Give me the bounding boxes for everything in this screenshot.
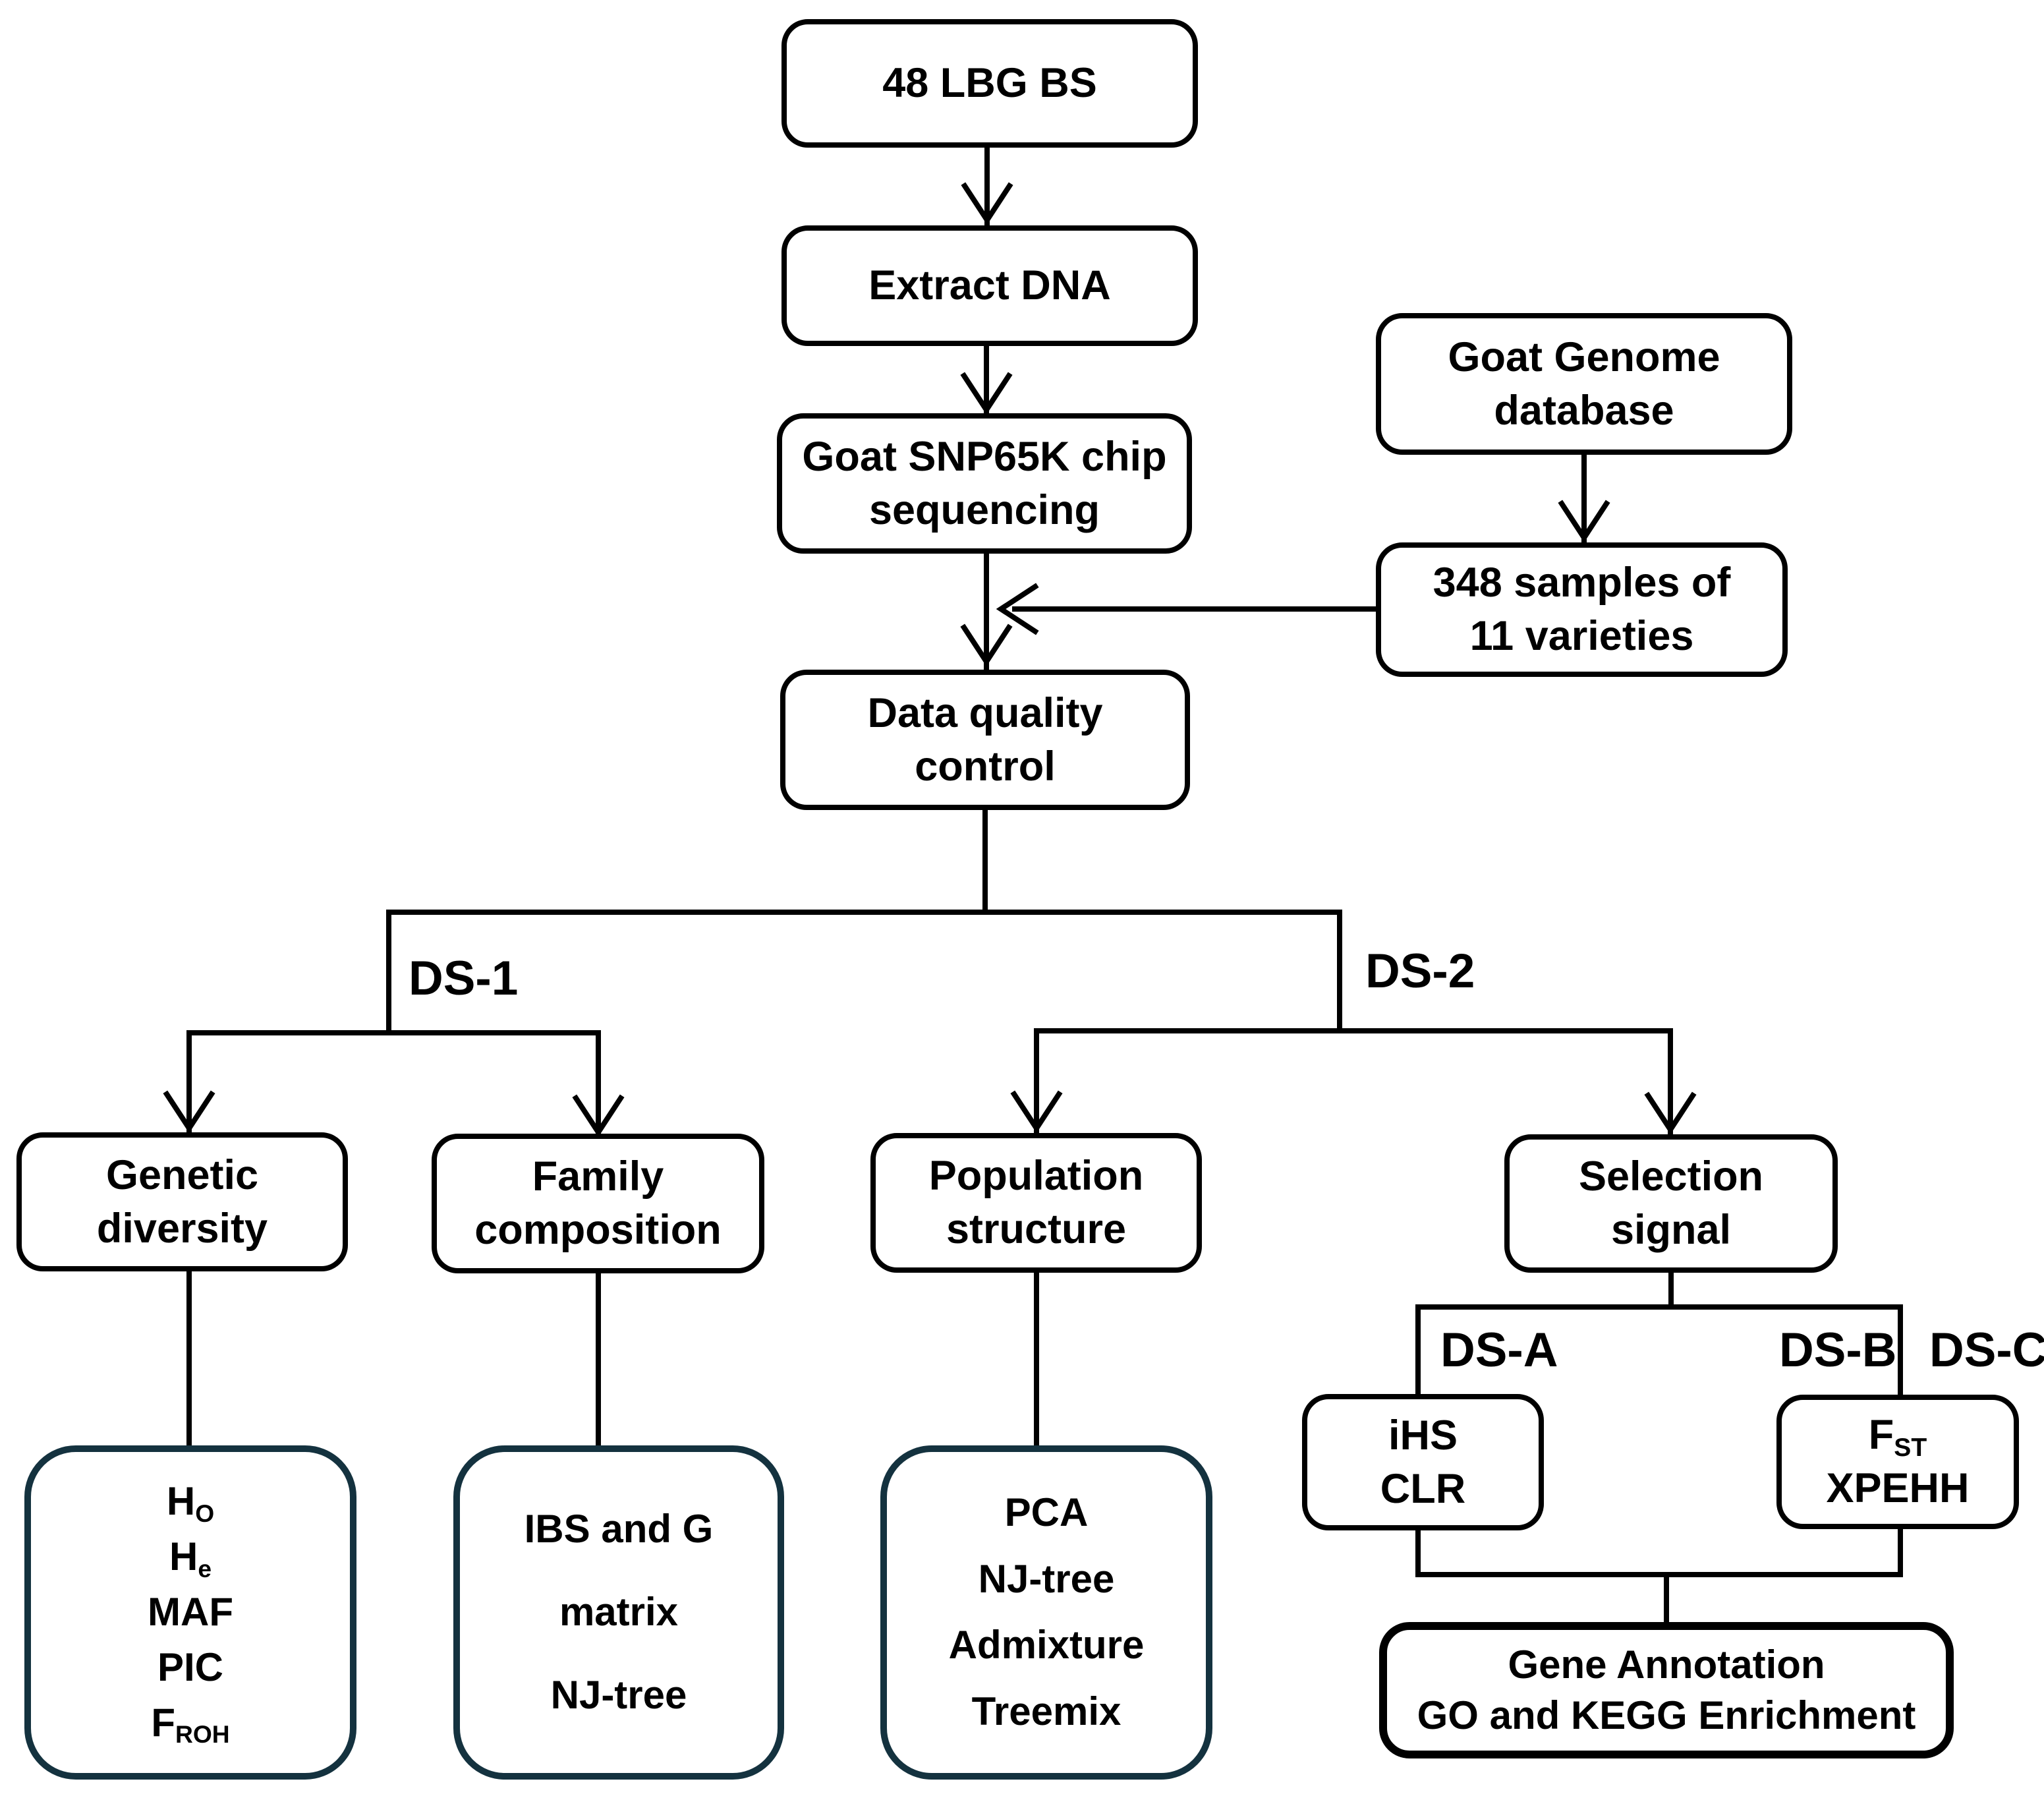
node-diversity-metrics: HO He MAF PIC FROH xyxy=(24,1445,356,1780)
node-family-composition-line2: composition xyxy=(474,1207,722,1253)
node-data-qc-line1: Data quality xyxy=(867,689,1103,736)
branch-label-dsa: DS-A xyxy=(1440,1323,1558,1377)
node-population-structure-line2: structure xyxy=(946,1206,1127,1252)
metric-froh-sub: ROH xyxy=(175,1720,230,1749)
node-extract-dna-label: Extract DNA xyxy=(868,262,1111,309)
metric-ho-sub: O xyxy=(195,1499,215,1527)
node-348-samples-line2: 11 varieties xyxy=(1469,613,1694,659)
branch-label-ds2: DS-2 xyxy=(1365,944,1475,998)
metric-ho-base: H xyxy=(166,1479,196,1524)
node-goat-genome-line1: Goat Genome xyxy=(1448,334,1720,380)
node-population-structure: Population structure xyxy=(870,1133,1202,1273)
node-genetic-diversity-line1: Genetic xyxy=(105,1151,259,1198)
node-fst-line: FST xyxy=(1869,1408,1927,1462)
node-genetic-diversity-line2: diversity xyxy=(96,1205,268,1252)
arrow-to-selection-head xyxy=(1644,1091,1697,1135)
node-structure-methods: PCA NJ-tree Admixture Treemix xyxy=(880,1445,1212,1780)
family-method-line2: matrix xyxy=(559,1590,679,1635)
fst-subscript: ST xyxy=(1894,1434,1927,1463)
node-ihs-clr-line1: iHS xyxy=(1388,1412,1458,1459)
arrow-samples-to-qc-head xyxy=(996,583,1039,635)
metric-maf: MAF xyxy=(148,1587,233,1638)
node-genetic-diversity: Genetic diversity xyxy=(16,1132,348,1271)
structure-method-treemix: Treemix xyxy=(971,1689,1121,1734)
metric-he: He xyxy=(169,1532,212,1582)
branch-label-ds1: DS-1 xyxy=(409,952,519,1005)
node-ihs-clr: iHS CLR xyxy=(1302,1394,1544,1530)
node-extract-dna: Extract DNA xyxy=(781,225,1198,346)
structure-method-njtree: NJ-tree xyxy=(978,1556,1115,1601)
metric-ho: HO xyxy=(167,1476,214,1527)
node-selection-signal-line1: Selection xyxy=(1578,1153,1764,1200)
node-48-lbg-bs: 48 LBG BS xyxy=(781,19,1198,148)
gene-annotation-line1: Gene Annotation xyxy=(1508,1642,1825,1687)
node-family-composition: Family composition xyxy=(432,1134,764,1273)
node-348-samples-line1: 348 samples of xyxy=(1433,560,1731,606)
node-snp-chip-sequencing: Goat SNP65K chip sequencing xyxy=(777,413,1192,554)
gene-annotation-line2: GO and KEGG Enrichment xyxy=(1417,1693,1916,1737)
arrow-lbg-to-extract-head xyxy=(961,182,1013,225)
metric-pic-base: PIC xyxy=(157,1645,224,1690)
branch-label-dsb: DS-B xyxy=(1779,1323,1897,1377)
node-population-structure-line1: Population xyxy=(928,1153,1144,1200)
node-family-composition-line1: Family xyxy=(532,1153,664,1200)
metric-froh: FROH xyxy=(151,1698,229,1749)
node-ihs-clr-line2: CLR xyxy=(1380,1465,1466,1512)
fst-base: F xyxy=(1868,1412,1894,1459)
arrow-extract-to-snp-head xyxy=(960,372,1013,415)
node-48-lbg-bs-label: 48 LBG BS xyxy=(882,60,1097,107)
node-goat-genome-database: Goat Genome database xyxy=(1376,313,1792,455)
branch-label-dsc: DS-C xyxy=(1929,1323,2044,1377)
node-goat-genome-line2: database xyxy=(1494,387,1674,434)
metric-froh-base: F xyxy=(151,1700,175,1745)
node-xpehh-line: XPEHH xyxy=(1826,1465,1970,1511)
node-snp-chip-line2: sequencing xyxy=(868,486,1100,533)
metric-maf-base: MAF xyxy=(148,1590,233,1635)
arrow-snp-to-qc-head xyxy=(960,624,1013,667)
arrow-to-family-head xyxy=(572,1094,625,1138)
node-selection-signal-line2: signal xyxy=(1610,1207,1732,1253)
family-method-line1: IBS and G xyxy=(524,1507,714,1552)
arrow-db-to-samples-head xyxy=(1558,500,1610,543)
structure-method-pca: PCA xyxy=(1004,1490,1089,1534)
metric-pic: PIC xyxy=(157,1642,223,1693)
node-348-samples: 348 samples of 11 varieties xyxy=(1376,542,1788,677)
family-method-line3: NJ-tree xyxy=(550,1673,687,1718)
arrow-to-population-head xyxy=(1010,1090,1063,1134)
node-fst-xpehh: FST XPEHH xyxy=(1776,1395,2019,1529)
metric-he-base: H xyxy=(169,1534,198,1579)
node-selection-signal: Selection signal xyxy=(1504,1134,1838,1273)
node-gene-annotation: Gene Annotation GO and KEGG Enrichment xyxy=(1379,1622,1954,1758)
node-snp-chip-line1: Goat SNP65K chip xyxy=(802,433,1167,480)
metric-he-sub: e xyxy=(198,1554,212,1582)
node-family-methods: IBS and G matrix NJ-tree xyxy=(453,1445,784,1780)
arrow-to-genetic-head xyxy=(163,1090,215,1134)
structure-method-admixture: Admixture xyxy=(948,1623,1145,1668)
node-data-qc-line2: control xyxy=(915,743,1056,790)
node-data-quality-control: Data quality control xyxy=(780,670,1190,810)
